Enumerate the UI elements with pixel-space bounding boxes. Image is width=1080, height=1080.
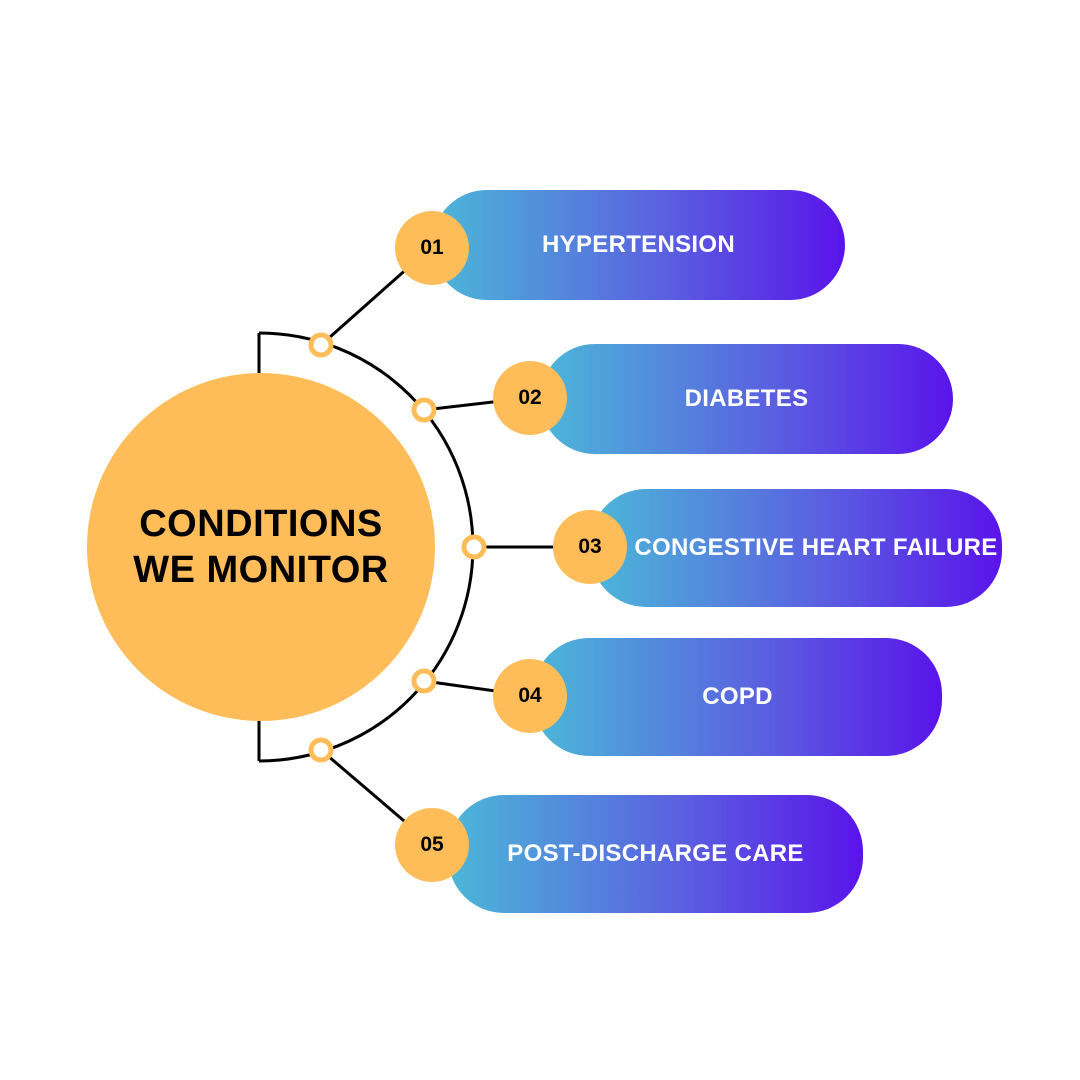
item-number-badge: 03 <box>553 510 627 584</box>
item-label: HYPERTENSION <box>542 231 735 258</box>
item-number: 03 <box>578 535 602 558</box>
item-number-badge: 02 <box>493 361 567 435</box>
item-number-badge: 05 <box>395 808 469 882</box>
item-label: CONGESTIVE HEART FAILURE <box>634 534 998 561</box>
item-number: 04 <box>518 684 542 707</box>
item-label: POST-DISCHARGE CARE <box>507 840 804 867</box>
item-pill-copd: COPD <box>533 638 942 756</box>
connector-line-5 <box>320 748 411 828</box>
item-pill-hypertension: HYPERTENSION <box>432 190 845 300</box>
arc-node-3 <box>461 534 487 560</box>
arc-node-5 <box>308 737 334 763</box>
hub-title: CONDITIONS WE MONITOR <box>133 503 389 591</box>
item-pill-diabetes: DIABETES <box>540 344 953 454</box>
connector-line-1 <box>320 264 411 347</box>
item-label: COPD <box>702 683 773 710</box>
arc-node-4 <box>411 668 437 694</box>
item-pill-post-discharge-care: POST-DISCHARGE CARE <box>448 795 863 913</box>
hub-circle: CONDITIONS WE MONITOR <box>87 373 435 721</box>
item-number: 05 <box>420 833 444 856</box>
item-number: 02 <box>518 386 542 409</box>
arc-node-1 <box>308 332 334 358</box>
item-number-badge: 01 <box>395 211 469 285</box>
item-label: DIABETES <box>684 385 809 412</box>
arc-node-2 <box>411 397 437 423</box>
item-pill-congestive-heart-failure: CONGESTIVE HEART FAILURE <box>590 489 1002 607</box>
item-number-badge: 04 <box>493 659 567 733</box>
item-number: 01 <box>420 236 444 259</box>
